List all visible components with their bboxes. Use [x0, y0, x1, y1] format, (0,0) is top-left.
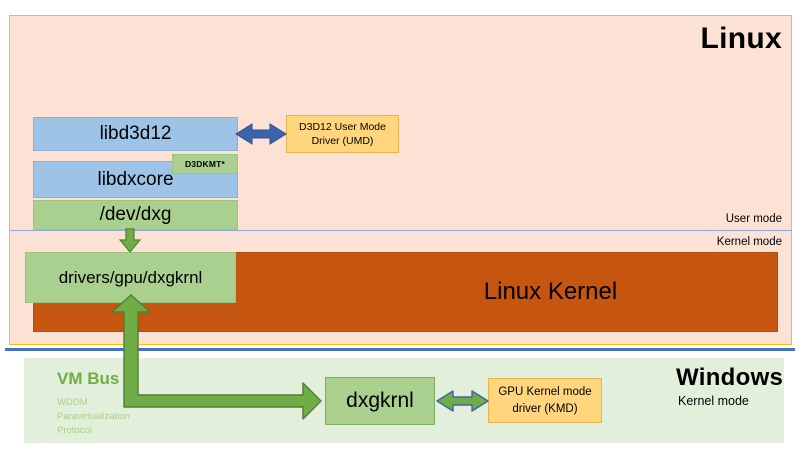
dev-dxg-box[interactable]: /dev/dxg	[33, 200, 238, 230]
windows-dxgkrnl-box[interactable]: dxgkrnl	[325, 377, 435, 425]
linux-kernel-mode-label: Kernel mode	[716, 236, 782, 248]
dev-dxg-label: /dev/dxg	[99, 204, 172, 225]
libdxcore-label: libdxcore	[97, 168, 174, 190]
d3d12-umd-line2: Driver (UMD)	[311, 135, 374, 147]
user-kernel-mode-divider	[9, 230, 792, 231]
windows-kernel-mode-label: Kernel mode	[678, 394, 749, 408]
vm-bus-sub-line1: WDDM	[57, 397, 88, 408]
d3d12-umd-line1: D3D12 User Mode	[299, 120, 386, 133]
libd3d12-label: libd3d12	[99, 123, 172, 144]
d3d12-umd-box[interactable]: D3D12 User Mode Driver (UMD)	[286, 115, 399, 153]
linux-panel-title: Linux	[700, 22, 782, 55]
os-boundary-divider	[5, 348, 795, 351]
d3dkmt-badge[interactable]: D3DKMT*	[172, 154, 238, 174]
linux-dxgkrnl-driver-label: drivers/gpu/dxgkrnl	[58, 267, 203, 287]
linux-dxgkrnl-driver-box[interactable]: drivers/gpu/dxgkrnl	[25, 252, 236, 303]
gpu-kmd-line1: GPU Kernel mode	[498, 386, 592, 399]
libd3d12-box[interactable]: libd3d12	[33, 117, 238, 151]
vm-bus-sub-line2: Paravirtualization	[57, 410, 130, 422]
windows-dxgkrnl-label: dxgkrnl	[346, 389, 414, 412]
gpu-kmd-box[interactable]: GPU Kernel mode driver (KMD)	[488, 378, 602, 423]
vm-bus-title: VM Bus	[57, 369, 120, 388]
linux-user-mode-label: User mode	[725, 213, 782, 225]
d3dkmt-label: D3DKMT*	[184, 159, 226, 169]
linux-kernel-label: Linux Kernel	[483, 278, 618, 305]
gpu-kmd-line2: driver (KMD)	[512, 402, 578, 415]
windows-panel-title: Windows	[676, 364, 784, 391]
vm-bus-subtitle: WDDM Paravirtualization Protocol	[57, 396, 130, 437]
vm-bus-sub-line3: Protocol	[57, 424, 92, 436]
